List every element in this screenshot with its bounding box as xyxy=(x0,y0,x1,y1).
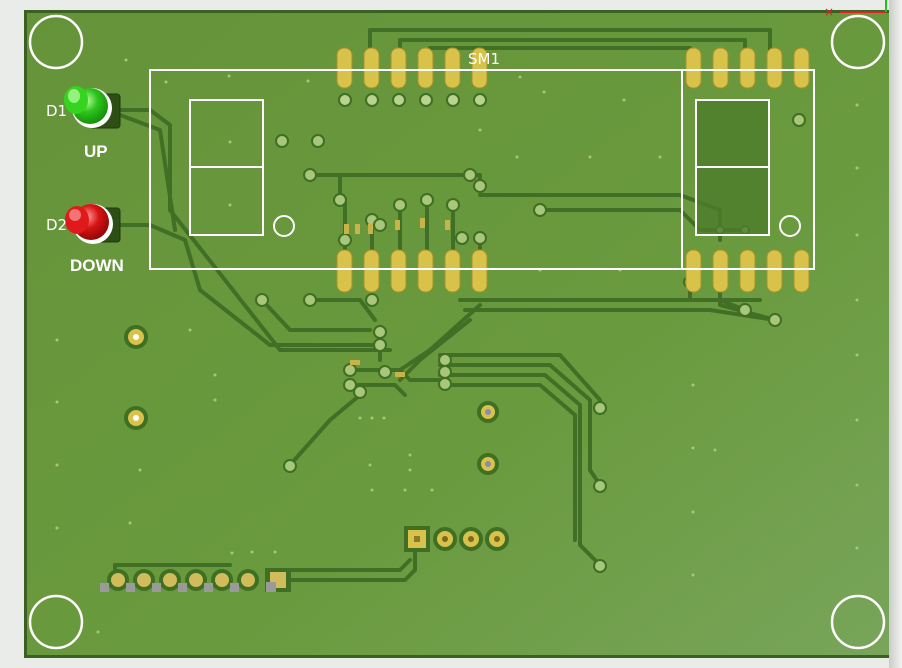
via-pads xyxy=(255,113,806,573)
led-down-ref-label: D2 xyxy=(46,216,67,234)
down-label: DOWN xyxy=(70,256,124,275)
led-up xyxy=(64,86,121,129)
svg-text:×: × xyxy=(824,5,834,19)
led-down xyxy=(65,204,121,244)
axis-marker-icon: × xyxy=(824,0,887,19)
display-bottom-pins xyxy=(336,249,810,293)
display-silkscreen xyxy=(149,69,815,270)
th-pads-center xyxy=(477,401,499,475)
header-4pin xyxy=(404,526,509,552)
led-up-ref-label: D1 xyxy=(46,102,67,120)
up-label: UP xyxy=(84,142,108,161)
smd-pads xyxy=(344,218,450,377)
mounting-holes xyxy=(28,14,886,650)
display-top-pins xyxy=(336,47,810,107)
viewport-edge xyxy=(889,0,902,668)
display-ref-label: SM1 xyxy=(468,50,500,68)
header-7pin xyxy=(100,568,291,592)
th-pads-left xyxy=(124,325,148,430)
